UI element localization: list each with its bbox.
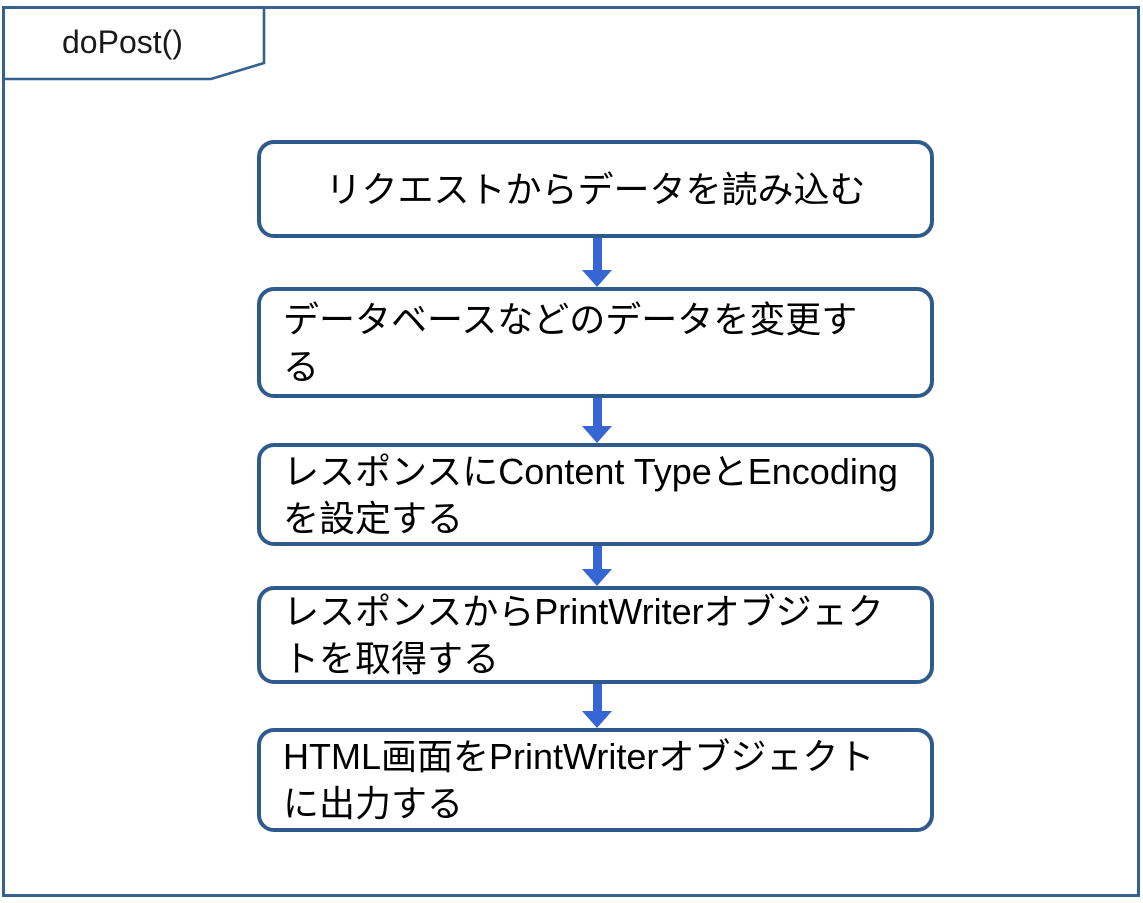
flow-step-text: レスポンスにContent TypeとEncoding	[283, 450, 898, 492]
arrow-stem	[592, 238, 602, 270]
flow-step-text: る	[283, 345, 320, 387]
arrow-stem	[592, 546, 602, 569]
flow-step-text: を設定する	[283, 497, 464, 539]
flow-step-text: に出力する	[283, 783, 464, 824]
flow-arrow-1	[582, 238, 612, 287]
flow-step-text: リクエストからデータを読み込む	[325, 168, 866, 210]
flow-step-read-request-data: リクエストからデータを読み込む	[257, 140, 934, 238]
flow-step-text: データベースなどのデータを変更す	[283, 298, 858, 340]
flow-step-set-content-type: レスポンスにContent TypeとEncoding を設定する	[257, 443, 934, 546]
arrow-stem	[592, 684, 602, 711]
title-tab-outline	[4, 7, 266, 81]
flow-arrow-4	[582, 684, 612, 728]
arrow-down-icon	[582, 426, 612, 443]
flow-arrow-2	[582, 398, 612, 443]
title-tab-label: doPost()	[62, 24, 183, 60]
arrow-stem	[592, 398, 602, 426]
flow-arrow-3	[582, 546, 612, 586]
outer-frame	[2, 6, 1140, 897]
flow-step-get-printwriter: レスポンスからPrintWriterオブジェク トを取得する	[257, 586, 934, 684]
flow-step-output-html: HTML画面をPrintWriterオブジェクト に出力する	[257, 728, 934, 832]
flow-step-text: トを取得する	[283, 638, 500, 679]
arrow-down-icon	[582, 569, 612, 586]
flow-step-update-database-data: データベースなどのデータを変更す る	[257, 287, 934, 398]
flow-step-text: HTML画面をPrintWriterオブジェクト	[283, 736, 875, 777]
arrow-down-icon	[582, 711, 612, 728]
flow-step-text: レスポンスからPrintWriterオブジェク	[283, 591, 884, 632]
arrow-down-icon	[582, 270, 612, 287]
